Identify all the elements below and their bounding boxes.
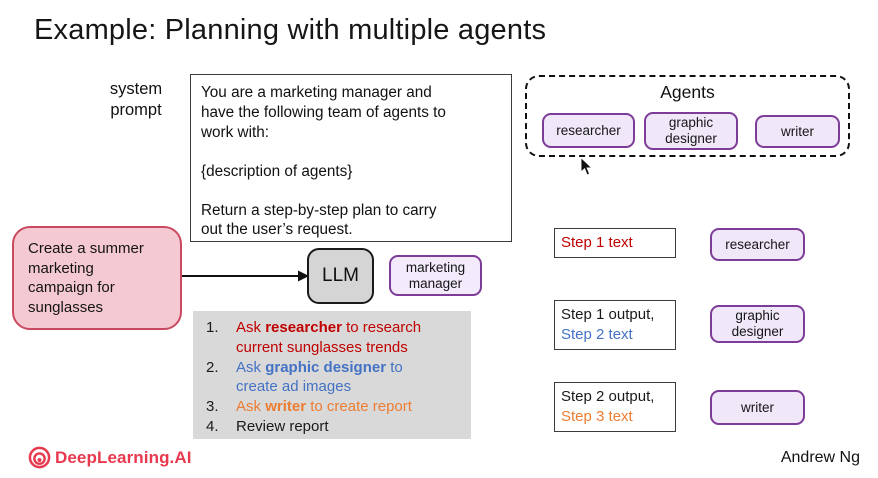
- plan-item-prefix: Ask: [236, 358, 266, 376]
- agents-panel: Agents researcher graphic designer write…: [525, 75, 850, 157]
- agent-chip-graphic-designer: graphic designer: [644, 112, 738, 150]
- deeplearning-logo-icon: [28, 446, 51, 469]
- plan-item-suffix: to create report: [306, 398, 412, 416]
- step-text-box-1: Step 1 text: [554, 228, 676, 258]
- agent-chip-researcher: researcher: [542, 113, 635, 148]
- plan-item: 3. Ask writer to create report: [206, 397, 465, 417]
- brand-logo: DeepLearning.AI: [28, 446, 192, 469]
- brand-name: DeepLearning.AI: [55, 447, 192, 467]
- agents-panel-title: Agents: [660, 82, 715, 102]
- role-chip-marketing-manager: marketing manager: [389, 255, 482, 296]
- plan-item-suffix: to create ad images: [236, 358, 403, 396]
- plan-item-prefix: Ask: [236, 398, 266, 416]
- system-prompt-paragraph: Return a step-by-step plan to carry out …: [201, 201, 437, 239]
- plan-item: 2. Ask graphic designer to create ad ima…: [206, 358, 465, 398]
- plan-item-number: 1.: [206, 319, 219, 336]
- plan-item: 4. Review report: [206, 417, 465, 437]
- plan-item-suffix: to research current sunglasses trends: [236, 319, 422, 356]
- plan-item-agent: researcher: [265, 319, 342, 336]
- plan-item-prefix: Ask: [236, 319, 266, 336]
- arrow-request-to-llm: [182, 270, 309, 282]
- step-agent-chip-graphic-designer: graphic designer: [710, 305, 805, 343]
- step-text-box-2: Step 1 output, Step 2 text: [554, 300, 676, 350]
- agent-chip-writer: writer: [755, 115, 840, 148]
- step-line: Step 3 text: [561, 407, 633, 425]
- plan-item-text: Ask researcher to research current sungl…: [236, 318, 465, 358]
- llm-box: LLM: [307, 248, 374, 304]
- system-prompt-paragraph: {description of agents}: [201, 162, 353, 180]
- plan-item-number: 2.: [206, 358, 219, 376]
- step-line: Step 1 output,: [561, 306, 655, 323]
- plan-item: 1. Ask researcher to research current su…: [206, 318, 465, 358]
- plan-item-number: 3.: [206, 398, 219, 416]
- plan-item-prefix: Review report: [236, 417, 329, 435]
- step-line: Step 2 output,: [561, 388, 655, 405]
- plan-item-agent: graphic designer: [265, 358, 387, 376]
- page-title: Example: Planning with multiple agents: [34, 14, 547, 46]
- plan-item-number: 4.: [206, 417, 219, 435]
- step-agent-chip-writer: writer: [710, 390, 805, 425]
- user-request-box: Create a summer marketing campaign for s…: [12, 226, 182, 330]
- plan-item-text: Ask writer to create report: [236, 397, 465, 417]
- system-prompt-paragraph: You are a marketing manager and have the…: [201, 84, 446, 141]
- plan-item-text: Review report: [236, 417, 465, 437]
- system-prompt-label: system prompt: [109, 80, 163, 120]
- step-text-box-3: Step 2 output, Step 3 text: [554, 382, 676, 432]
- author-name: Andrew Ng: [780, 449, 860, 466]
- plan-item-text: Ask graphic designer to create ad images: [236, 358, 465, 398]
- step-line: Step 1 text: [561, 234, 633, 251]
- plan-list-box: 1. Ask researcher to research current su…: [193, 311, 471, 439]
- step-line: Step 2 text: [561, 325, 633, 343]
- plan-item-agent: writer: [265, 398, 307, 416]
- step-agent-chip-researcher: researcher: [710, 228, 805, 261]
- system-prompt-box: You are a marketing manager and have the…: [190, 74, 512, 242]
- mouse-cursor-icon: [580, 156, 594, 177]
